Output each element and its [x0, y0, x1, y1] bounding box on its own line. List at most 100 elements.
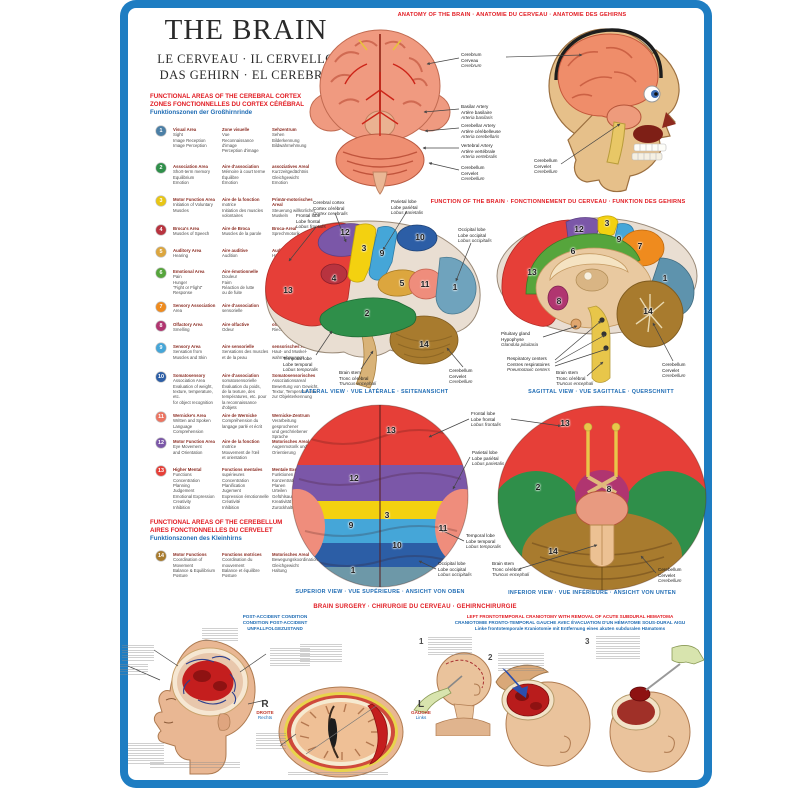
- area-text-line: Concentration: [173, 477, 200, 483]
- area-text-line: Planen: [272, 483, 286, 489]
- label-line: Tronc cérébral: [556, 375, 586, 381]
- area-text-line: Planning: [173, 483, 190, 489]
- area-text-line: volontaires: [222, 213, 243, 219]
- area-text-line: Olfactory Area: [173, 322, 203, 327]
- superior-area-number-12: 12: [349, 473, 359, 483]
- area-text-line: Urteilen: [272, 488, 287, 494]
- area-text-line: Sehen: [272, 132, 285, 138]
- label-line: Cerebellum: [534, 158, 558, 163]
- label-line: Artère vertébrale: [461, 148, 496, 154]
- inferior-area-number-8: 8: [606, 484, 612, 494]
- area-text-line: Motor Functions: [173, 552, 207, 557]
- label-line: Brain stem: [339, 370, 361, 375]
- area-text-line: Aire d'association: [222, 164, 259, 169]
- superior-area-number-11: 11: [438, 523, 448, 533]
- craniotomy-en: LEFT FRONTOTEMPORAL CRANIOTOMY WITH REMO…: [466, 614, 674, 619]
- area-text-line: Mentale Exekutive-: [272, 467, 311, 472]
- area-text-line: Judgement: [173, 488, 195, 494]
- lateral-area-number-2: 2: [364, 308, 370, 318]
- area-text-line: zur Objekterkennung: [272, 394, 312, 400]
- craniotomy-step1-illustration: [413, 652, 492, 736]
- right-fr: DROITE: [256, 710, 274, 715]
- anatomy-section-header: ANATOMY OF THE BRAIN · ANATOMIE DU CERVE…: [397, 12, 627, 18]
- label-line: Lobe occipital: [438, 566, 467, 572]
- area-text-line: and Orientation: [173, 449, 203, 455]
- label-line: Cervelet: [534, 163, 552, 169]
- area-number-badge-8: 8: [156, 321, 166, 331]
- area-text-line: motrice: [222, 444, 237, 450]
- area-text-line: Coordination of: [173, 557, 203, 563]
- area-text-line: Jugement: [222, 488, 241, 494]
- area-text-line: et de la peau: [222, 354, 247, 360]
- area-number-badge-2: 2: [156, 163, 166, 173]
- label-line: Brain stem: [556, 370, 578, 375]
- area-text-line: Kreativität: [272, 499, 292, 505]
- area-text-line: Aire d'association: [222, 373, 259, 378]
- area-text-line: Muscles of Speech: [173, 231, 210, 237]
- illegible-annotation: [128, 743, 164, 765]
- area-text-line: Sensation from: [173, 349, 202, 355]
- area-number-badge-10: 10: [156, 372, 166, 382]
- superior-area-number-1: 1: [350, 565, 356, 575]
- label-line: Cerebellar Artery: [461, 123, 496, 128]
- label-line: Hypophyse: [501, 336, 524, 342]
- area-text-line: Odeur: [222, 327, 234, 333]
- orientation-left-marker: L GAUCHE Links: [406, 700, 436, 721]
- label-line: Lobus frontalis: [471, 422, 501, 427]
- label-line: Lobus occipitalis: [458, 238, 492, 243]
- area-text-line: Motorisches Areal: [272, 552, 310, 557]
- area-text-line: Bewegungskoordination: [272, 557, 318, 563]
- label-line: Cerebellum: [461, 176, 485, 181]
- area-text-line: somatosensorielle: [222, 378, 257, 384]
- area-text-line: sensorielle: [222, 308, 243, 314]
- area-text-line: Coordination du: [222, 557, 253, 563]
- label-line: Pneumotaxic centers: [507, 367, 550, 372]
- brainstem-structures: [575, 422, 629, 567]
- area-text-line: sensorisches Areal: [272, 344, 312, 349]
- label-line: Lobe frontal: [296, 218, 321, 224]
- area-text-line: Sprechmotorik: [272, 231, 300, 237]
- label-line: Lobus parietalis: [391, 210, 424, 215]
- area-text-line: Haut- und Muskel-: [272, 349, 308, 355]
- sagittal-view-caption: SAGITTAL VIEW · VUE SAGITTALE · QUERSCHN…: [528, 389, 674, 395]
- inferior-area-number-13: 13: [560, 418, 570, 428]
- area-text-line: Orientierung: [272, 449, 296, 455]
- label-line: Lobe pariétal: [472, 455, 499, 461]
- area-text-line: Inhibition: [222, 504, 240, 510]
- inferior-view-brain-illustration: [497, 405, 707, 591]
- label-line: Lobe frontal: [471, 416, 496, 422]
- area-text-line: Image Perception: [173, 143, 207, 149]
- arteries: [344, 63, 416, 136]
- area-text-line: und geschriebener Sprache: [272, 429, 308, 440]
- area-number-badge-11: 11: [156, 412, 166, 422]
- area-text-line: Wernicke-Zentrum: [272, 413, 310, 418]
- label-line: Truncus encephali: [492, 572, 530, 577]
- inferior-view-caption: INFERIOR VIEW · VUE INFÉRIEURE · ANSICHT…: [508, 590, 676, 596]
- area-text-line: Muscles: [173, 207, 189, 213]
- right-de: Rechts: [257, 715, 273, 720]
- poster-subtitle-de-es: DAS GEHIRN · EL CEREBRO: [159, 68, 333, 82]
- post-accident-fr: CONDITION POST-ACCIDENT: [242, 620, 308, 626]
- label-line: Cervelet: [449, 373, 467, 379]
- lateral-area-number-14: 14: [419, 339, 429, 349]
- lateral-area-number-1: 1: [452, 282, 458, 292]
- label-line: Frontal lobe: [471, 411, 496, 416]
